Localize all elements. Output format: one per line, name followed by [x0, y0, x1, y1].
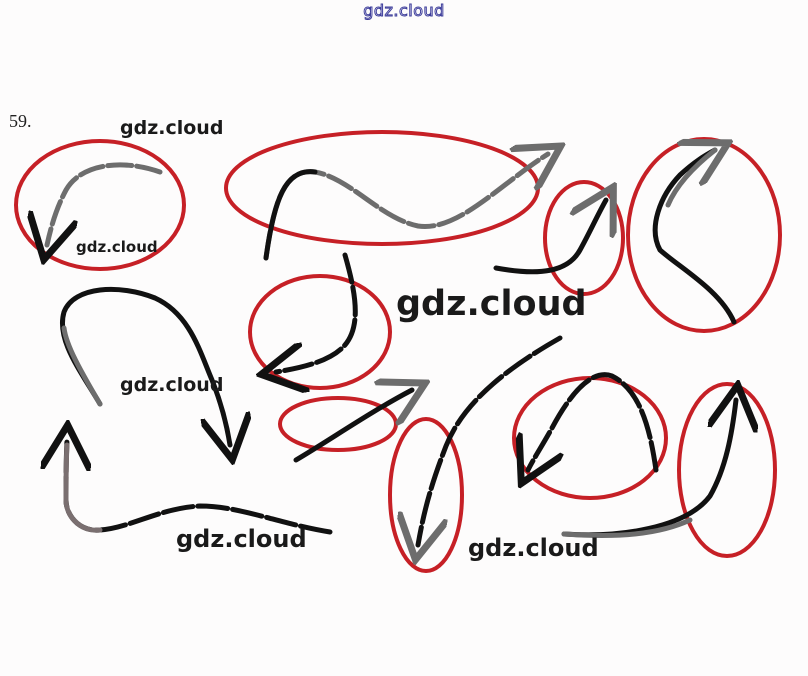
curve-6 [276, 252, 358, 372]
ellipse-10 [512, 376, 668, 500]
curve-7-gray-segment [63, 442, 103, 533]
watermark-1: gdz.cloud [120, 117, 224, 139]
curve-7 [66, 440, 333, 535]
watermark-2: gdz.cloud [76, 238, 158, 256]
watermark-3: gdz.cloud [396, 284, 587, 324]
watermark-4: gdz.cloud [120, 374, 224, 396]
ellipse-4 [626, 137, 782, 333]
curve-1 [47, 162, 163, 245]
watermark-6: gdz.cloud [468, 534, 599, 562]
curve-4 [652, 150, 737, 325]
ellipse-6 [248, 274, 392, 390]
header-watermark: gdz.cloud [363, 1, 445, 21]
curve-2-dark-segment [263, 169, 318, 261]
problem-number: 59. [9, 111, 32, 131]
curve-5 [60, 286, 230, 445]
curve-11 [561, 400, 736, 538]
curve-5-gray-segment [61, 325, 103, 407]
curve-8 [293, 390, 412, 463]
ellipse-9 [388, 417, 464, 573]
curve-10 [528, 372, 659, 470]
curve-4-gray-segment [665, 147, 718, 208]
ellipse-1 [14, 139, 186, 271]
watermark-5: gdz.cloud [176, 525, 307, 553]
curve-11-gray-segment [561, 517, 693, 538]
curve-9 [418, 335, 563, 545]
curve-3 [493, 200, 606, 275]
ellipse-11 [677, 382, 777, 558]
ellipse-8 [278, 396, 398, 452]
